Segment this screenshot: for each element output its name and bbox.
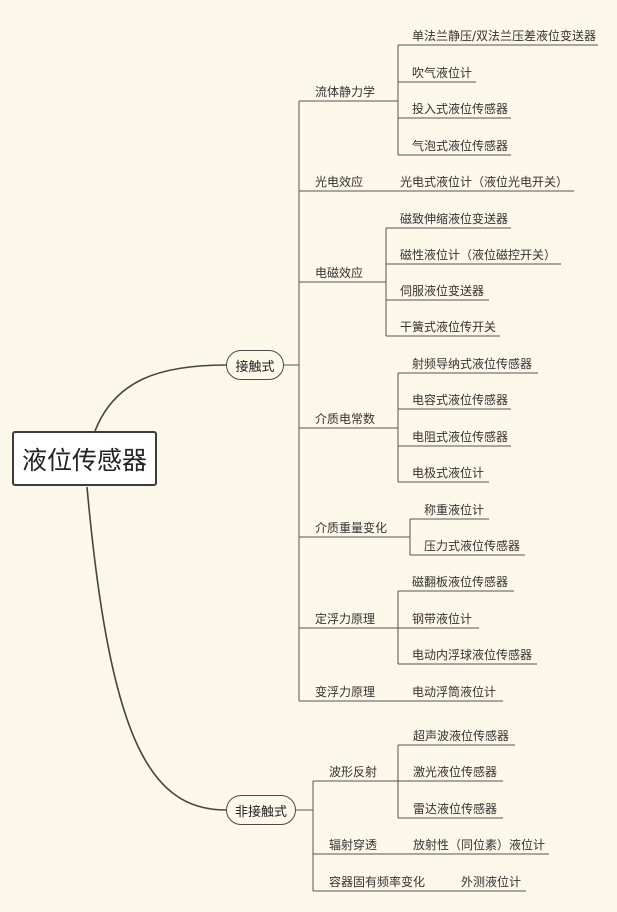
- contact-item-label[interactable]: 电极式液位计: [412, 466, 485, 480]
- contact-item-label[interactable]: 气泡式液位传感器: [412, 139, 509, 153]
- contact-group-label[interactable]: 光电效应: [315, 175, 364, 189]
- contact-group-label[interactable]: 变浮力原理: [315, 685, 376, 699]
- contact-item-label[interactable]: 磁致伸缩液位变送器: [400, 212, 509, 226]
- contact-group-label[interactable]: 定浮力原理: [315, 612, 376, 626]
- contact-item-label[interactable]: 光电式液位计（液位光电开关）: [400, 175, 569, 189]
- contact-item-label[interactable]: 电动内浮球液位传感器: [412, 648, 533, 662]
- noncontact-item-label[interactable]: 雷达液位传感器: [413, 802, 498, 816]
- contact-item-label[interactable]: 压力式液位传感器: [424, 539, 521, 553]
- contact-group-label[interactable]: 介质重量变化: [315, 521, 388, 535]
- contact-item-label[interactable]: 电容式液位传感器: [412, 393, 509, 407]
- noncontact-item-label[interactable]: 激光液位传感器: [413, 765, 498, 779]
- noncontact-item-label[interactable]: 超声波液位传感器: [413, 729, 510, 743]
- contact-item-label[interactable]: 投入式液位传感器: [412, 102, 509, 116]
- contact-item-label[interactable]: 干簧式液位传开关: [400, 320, 497, 334]
- noncontact-item-label[interactable]: 外测液位计: [461, 875, 522, 889]
- root-to-noncontact-curve: [86, 486, 227, 811]
- contact-item-label[interactable]: 吹气液位计: [412, 66, 473, 80]
- contact-item-label[interactable]: 伺服液位变送器: [400, 284, 485, 298]
- contact-item-label[interactable]: 称重液位计: [424, 503, 485, 517]
- noncontact-group-label[interactable]: 波形反射: [329, 765, 378, 779]
- contact-group-label[interactable]: 介质电常数: [315, 412, 376, 426]
- noncontact-group-label[interactable]: 容器固有频率变化: [329, 875, 426, 889]
- noncontact-item-label[interactable]: 放射性（同位素）液位计: [413, 838, 546, 852]
- noncontact-node[interactable]: 非接触式: [226, 795, 296, 825]
- noncontact-group-label[interactable]: 辐射穿透: [329, 838, 378, 852]
- contact-item-label[interactable]: 电阻式液位传感器: [412, 430, 509, 444]
- root-to-contact-curve: [94, 364, 227, 432]
- contact-group-label[interactable]: 电磁效应: [315, 266, 364, 280]
- contact-item-label[interactable]: 钢带液位计: [412, 612, 473, 626]
- contact-item-label[interactable]: 射频导纳式液位传感器: [412, 357, 533, 371]
- contact-item-label[interactable]: 电动浮筒液位计: [412, 685, 497, 699]
- contact-node[interactable]: 接触式: [226, 350, 284, 380]
- root-node[interactable]: 液位传感器: [12, 431, 157, 486]
- contact-item-label[interactable]: 磁翻板液位传感器: [412, 575, 509, 589]
- contact-group-label[interactable]: 流体静力学: [315, 85, 376, 99]
- contact-item-label[interactable]: 磁性液位计（液位磁控开关）: [400, 248, 557, 262]
- contact-item-label[interactable]: 单法兰静压/双法兰压差液位变送器: [412, 29, 597, 43]
